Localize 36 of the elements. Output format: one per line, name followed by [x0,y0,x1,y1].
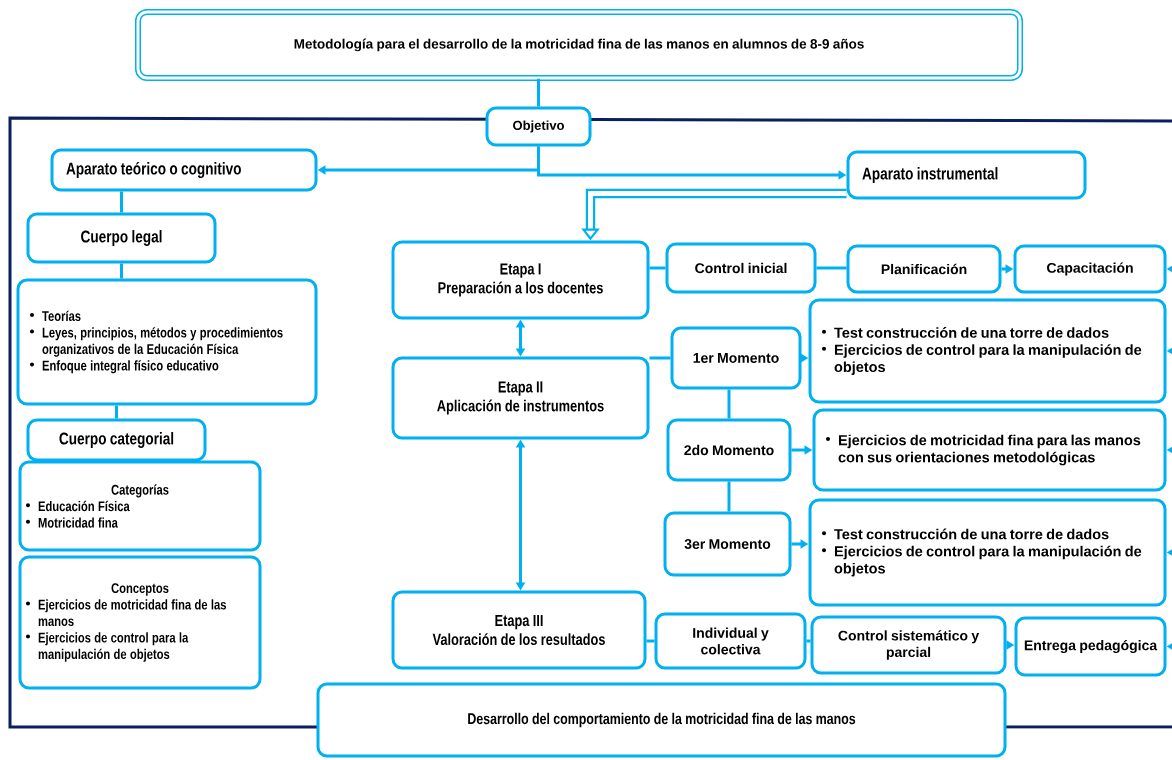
stage-box: Etapa III Valoración de los resultados [391,590,647,670]
connector-line [115,405,118,419]
process-box: Aparato instrumental [846,150,1087,200]
process-box: 3er Momento [663,511,792,577]
title-box: Metodología para el desarrollo de la motricidad fina de las manos en alumnos de 8-9 años [135,9,1023,81]
connector-line [806,639,811,643]
process-box: Planificación [846,244,1002,294]
list-box: Test construcción de una torre de dados Ejercicios de control para la manipulación de objetos [808,298,1167,404]
process-box: Control sistemático y parcial [810,615,1007,675]
process-box: Control inicial [665,242,817,294]
connector-line [727,389,731,419]
stage-box: Etapa II Aplicación de instrumentos [391,356,650,440]
connector-line [646,639,655,643]
connector-line [649,266,666,270]
result-box: Desarrollo del comportamiento de la motricidad fina de las manos [316,682,1007,758]
connector-line [727,481,731,512]
connector-line [537,78,540,107]
process-box: Entrega pedagógica [1014,616,1167,677]
list-box: Ejercicios de motricidad fina para las manos con sus orientaciones metodológicas [812,408,1167,492]
objective-box: Objetivo [485,106,592,147]
stage-box: Etapa I Preparación a los docentes [391,240,650,320]
connector-line [816,266,847,270]
connector-line [120,191,123,213]
list-box: Categorías Educación Física Motricidad fina [18,460,262,552]
process-box: Cuerpo legal [26,212,217,264]
process-box: Capacitación [1013,244,1167,294]
process-box: Aparato teórico o cognitivo [50,148,318,192]
process-box: 1er Momento [670,326,802,390]
list-box: Conceptos Ejercicios de motricidad fina de las manos Ejercicios de control para la manipulación de objetos [18,555,262,690]
process-box: Cuerpo categorial [26,418,207,462]
connector-line [649,356,671,360]
list-box: Teorías Leyes, principios, métodos y procedimientos organizativos de la Educación Física Enfoque integral físico educativo [16,278,318,406]
list-box: Test construcción de una torre de dados Ejercicios de control para la manipulación de objetos [808,498,1167,607]
connector-line [120,263,123,279]
process-box: Individual y colectiva [654,612,807,670]
process-box: 2do Momento [666,418,792,482]
